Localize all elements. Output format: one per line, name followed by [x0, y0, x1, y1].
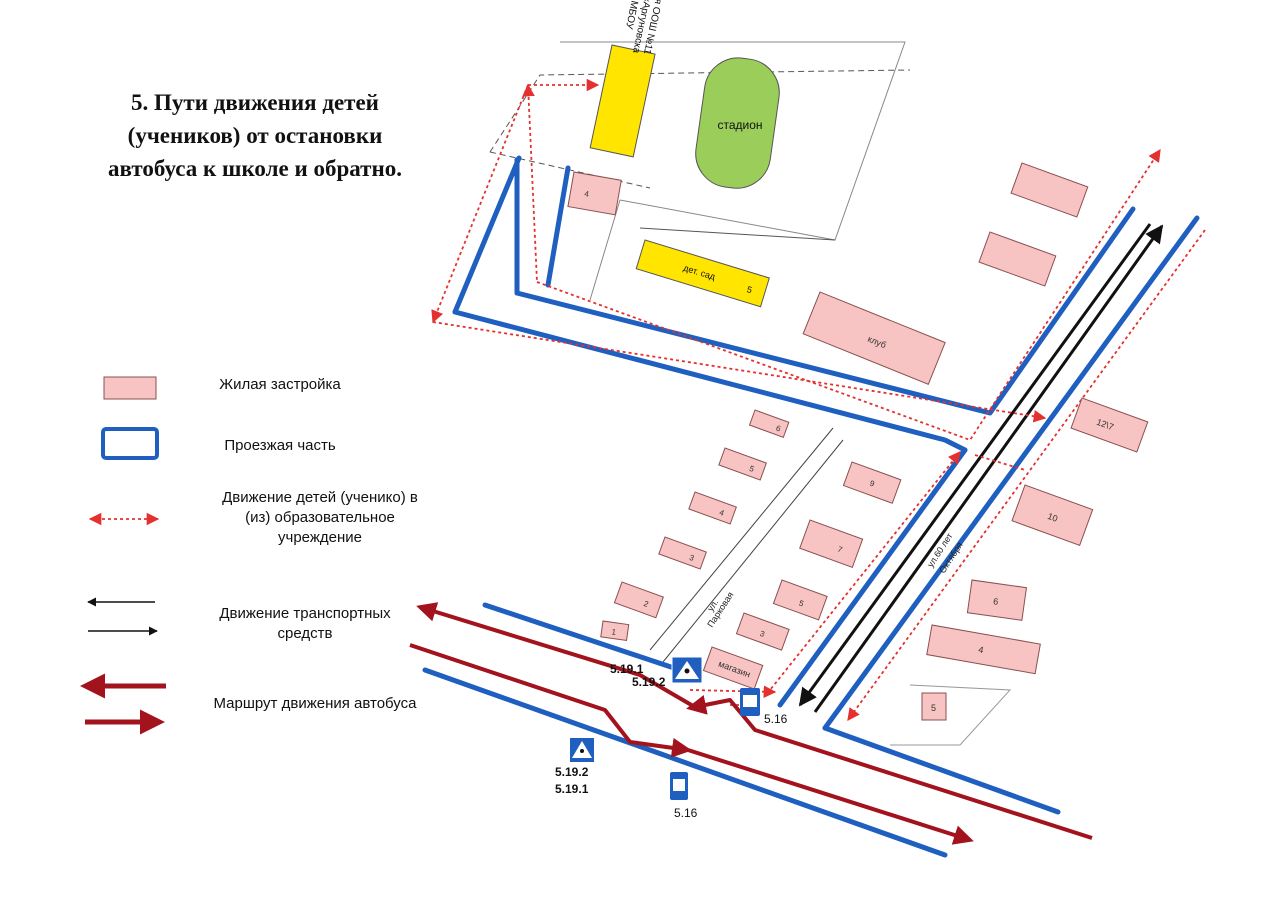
svg-text:5: 5: [748, 464, 756, 474]
bus-stop-sign-top: [740, 688, 760, 716]
title-line-2: (учеников) от остановки: [127, 123, 383, 148]
traffic-up-arrow: [813, 224, 1164, 713]
road-lower-right: [822, 725, 1061, 815]
house-5-right: 5: [921, 692, 947, 721]
svg-text:5: 5: [931, 703, 936, 713]
house-4-mid: 4: [688, 491, 737, 525]
bus-stop-sign-bottom: [670, 772, 688, 800]
sign-label-crossing-bottom-a: 5.19.2: [555, 765, 589, 779]
legend-children-line-3: учреждение: [278, 529, 362, 546]
legend-children-line-1: Движение детей (ученико) в: [222, 489, 418, 506]
road-main-left: [777, 447, 968, 708]
road-outer-loop: [545, 165, 571, 288]
legend-bus-route-label: Маршрут движения автобуса: [213, 695, 417, 712]
svg-text:1: 1: [611, 627, 617, 637]
vehicle-traffic: [798, 223, 1164, 713]
sign-label-bus-stop-bottom: 5.16: [674, 806, 698, 820]
svg-text:4: 4: [978, 645, 985, 656]
house-4-right: 4: [926, 624, 1041, 675]
house-6-right: 6: [966, 579, 1028, 621]
house-6-mid: 6: [748, 409, 790, 438]
shop: магазин: [702, 646, 764, 690]
legend-symbols: [80, 376, 166, 735]
svg-text:9: 9: [868, 479, 876, 489]
svg-text:3: 3: [688, 553, 696, 563]
bus-route: [409, 602, 1093, 845]
svg-text:7: 7: [836, 545, 844, 555]
legend-children-line-2: (из) образовательное: [245, 509, 395, 526]
legend-vehicles-line-1: Движение транспортных: [219, 605, 391, 622]
legend-residential-label: Жилая застройка: [219, 376, 341, 393]
legend-roadway-swatch: [101, 427, 159, 460]
road-outer-loop-2: [452, 309, 968, 453]
house-12-7: 12\7: [1070, 397, 1149, 453]
house-top-right-1: [1010, 162, 1089, 218]
crossing-sign-bottom: [570, 738, 594, 762]
road-bottom-edge: [422, 667, 948, 858]
legend-residential-swatch: [103, 376, 157, 400]
children-paths: [431, 78, 1206, 722]
house-7: 7: [799, 519, 864, 568]
house-9: 9: [842, 461, 902, 504]
title-line-3: автобуса к школе и обратно.: [108, 156, 402, 181]
traffic-down-arrow: [798, 223, 1152, 707]
svg-text:3: 3: [759, 629, 767, 639]
page-title: 5. Пути движения детей (учеников) от ост…: [60, 86, 450, 185]
title-line-1: 5. Пути движения детей: [131, 90, 379, 115]
stadium: стадион: [695, 57, 780, 189]
house-top-right-2: [978, 231, 1057, 287]
sign-label-crossing-top-a: 5.19.1: [610, 662, 644, 676]
legend-roadway-label: Проезжая часть: [224, 437, 336, 454]
house-1: 1: [600, 620, 630, 642]
side-street-edges: [649, 427, 844, 663]
legend-children-label: Движение детей (ученико) в (из) образова…: [190, 488, 450, 548]
svg-text:10: 10: [1046, 511, 1059, 524]
club: клуб: [802, 291, 946, 385]
road-left-edge: [452, 155, 522, 315]
sign-label-crossing-bottom-b: 5.19.1: [555, 782, 589, 796]
house-4-top: 4: [567, 171, 622, 216]
crossing-sign-top: [671, 656, 703, 684]
kindergarten-number: 5: [746, 284, 754, 295]
roadway: [422, 155, 1200, 858]
svg-text:6: 6: [993, 596, 999, 607]
svg-text:2: 2: [642, 599, 650, 609]
stadium-label: стадион: [717, 118, 762, 132]
svg-text:4: 4: [584, 189, 590, 199]
legend-vehicles-label: Движение транспортных средств: [190, 604, 420, 644]
svg-text:6: 6: [775, 424, 783, 434]
svg-text:4: 4: [718, 508, 726, 518]
road-lower-left: [482, 602, 683, 673]
residential-buildings: 4 клуб 6 5 4 3 2 1 9 7 5 3 магазин 12\7 …: [567, 162, 1149, 721]
house-2: 2: [613, 581, 664, 619]
road-main-right: [822, 215, 1200, 731]
svg-text:5: 5: [798, 599, 806, 609]
house-5-mid: 5: [718, 447, 767, 481]
house-3-mid: 3: [658, 536, 707, 570]
school-building: МБОУ «Аргуновска я ООШ №11: [589, 0, 664, 158]
house-10: 10: [1011, 484, 1094, 546]
house-5b: 5: [772, 579, 828, 621]
house-3b: 3: [735, 612, 790, 651]
sign-label-bus-stop-top: 5.16: [764, 712, 788, 726]
kindergarten: дет. сад 5: [635, 239, 770, 308]
legend-vehicles-line-2: средств: [277, 625, 333, 642]
sign-label-crossing-top-b: 5.19.2: [632, 675, 666, 689]
